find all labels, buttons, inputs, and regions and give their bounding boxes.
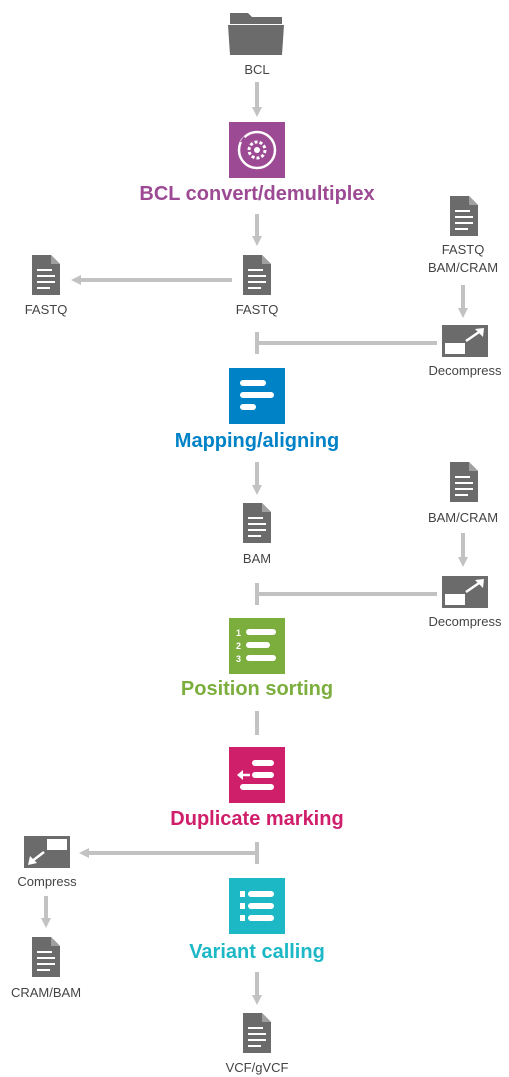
fastq-center-doc-icon xyxy=(243,255,271,295)
compress-label: Compress xyxy=(17,874,77,889)
fastq-bamcram-label-line2: BAM/CRAM xyxy=(428,260,498,275)
svg-text:1: 1 xyxy=(236,628,241,638)
convert-stage-label: BCL convert/demultiplex xyxy=(139,183,374,205)
connectors xyxy=(41,82,468,1005)
fastq-bamcram-label-line1: FASTQ xyxy=(442,242,485,257)
bcl-label: BCL xyxy=(244,62,269,77)
vcf-label: VCF/gVCF xyxy=(226,1060,289,1075)
bam-center-label: BAM xyxy=(243,551,271,566)
sorting-stage-label: Position sorting xyxy=(181,678,333,700)
variant-stage-icon xyxy=(229,878,285,934)
svg-text:2: 2 xyxy=(236,641,241,651)
fastq-left-label: FASTQ xyxy=(25,302,68,317)
crambam-doc-icon xyxy=(32,937,60,977)
convert-stage-icon xyxy=(229,122,285,178)
svg-text:3: 3 xyxy=(236,654,241,664)
fastq-center-label: FASTQ xyxy=(236,302,279,317)
duplicate-stage-label: Duplicate marking xyxy=(170,808,343,830)
vcf-doc-icon xyxy=(243,1013,271,1053)
decompress-icon xyxy=(442,325,488,357)
bam-center-doc-icon xyxy=(243,503,271,543)
fastq-top-right-doc-icon xyxy=(450,196,478,236)
decompress-2-label: Decompress xyxy=(429,614,502,629)
variant-stage-label: Variant calling xyxy=(189,941,325,963)
mapping-stage-icon xyxy=(229,368,285,424)
decompress-icon xyxy=(442,576,488,608)
fastq-left-doc-icon xyxy=(32,255,60,295)
crambam-label: CRAM/BAM xyxy=(11,985,81,1000)
compress-icon xyxy=(24,836,70,868)
mapping-stage-label: Mapping/aligning xyxy=(175,430,339,452)
bamcram-right-doc-icon xyxy=(450,462,478,502)
folder-icon xyxy=(228,13,284,55)
sorting-stage-icon: 1 2 3 xyxy=(229,618,285,674)
duplicate-stage-icon xyxy=(229,747,285,803)
decompress-1-label: Decompress xyxy=(429,363,502,378)
bamcram-right-label: BAM/CRAM xyxy=(428,510,498,525)
